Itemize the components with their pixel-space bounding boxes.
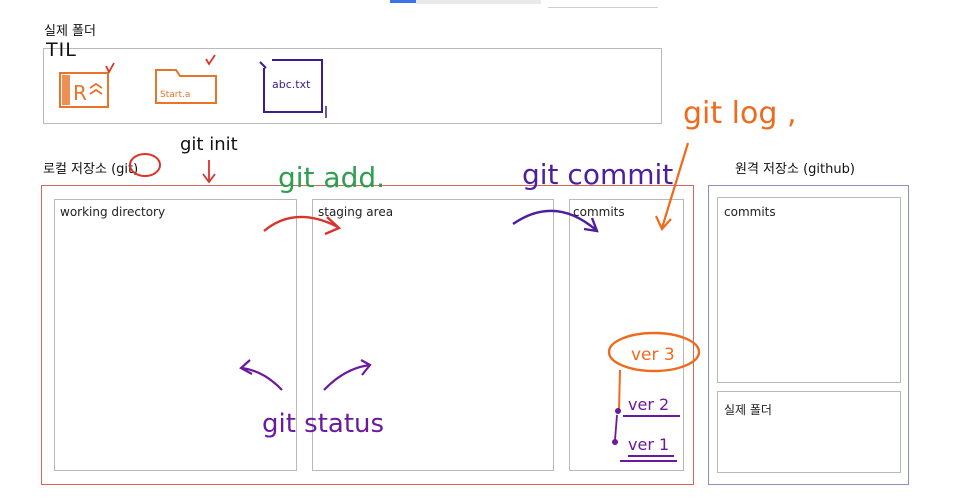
local-repo-title-suffix: ) (133, 162, 139, 177)
ver3-circle (607, 331, 701, 373)
git-init-arrow (202, 160, 216, 184)
top-tab-bar (416, 0, 541, 4)
remote-repo-box (708, 185, 909, 485)
real-folder-box (43, 48, 662, 124)
staging-area-label: staging area (318, 205, 394, 219)
staging-area-box: staging area (312, 199, 554, 471)
til-handwriting: TIL (45, 39, 77, 61)
git-commit-arrow (512, 209, 599, 233)
git-add-annotation: git add. (278, 161, 385, 194)
folder-icon: Start.a (155, 54, 217, 104)
git-add-arrow (263, 215, 342, 236)
top-tab-underline (548, 7, 658, 8)
remote-commits-box: commits (717, 197, 901, 383)
git-status-arrow-right (323, 359, 372, 391)
ver1-underline (620, 455, 677, 462)
local-repo-box (41, 185, 694, 485)
local-repo-title-prefix: 로컬 저장소 ( (43, 162, 117, 177)
local-commits-label: commits (573, 205, 625, 219)
git-status-annotation: git status (262, 409, 384, 439)
folder-icon-label: Start.a (160, 90, 190, 100)
git-status-arrow-left (239, 359, 283, 391)
remote-real-folder-box: 실제 폴더 (717, 391, 901, 473)
real-folder-title: 실제 폴더 (44, 24, 96, 39)
ver1-dot (612, 439, 618, 445)
ver3-connector (618, 369, 621, 411)
text-file-icon: abc.txt (259, 59, 327, 118)
ver2-label: ver 2 (628, 395, 669, 414)
ver1-label: ver 1 (628, 435, 669, 454)
remote-repo-title: 원격 저장소 (github) (735, 162, 855, 177)
ver2-dot (615, 408, 621, 414)
git-log-annotation: git log , (683, 96, 796, 131)
git-commit-annotation: git commit (522, 158, 673, 191)
ver2-connector (614, 414, 618, 441)
working-directory-label: working directory (60, 205, 166, 219)
r-file-icon: R (59, 62, 115, 108)
remote-real-folder-label: 실제 폴더 (724, 403, 772, 417)
ver3-label: ver 3 (631, 345, 675, 365)
top-tab-indicator (390, 0, 416, 3)
git-init-annotation: git init (180, 134, 238, 155)
git-circle-mark (129, 153, 161, 177)
local-repo-title: 로컬 저장소 (git) (43, 158, 138, 177)
r-file-icon-letter: R (73, 81, 87, 105)
working-directory-box: working directory (54, 199, 297, 471)
local-commits-box: commits (569, 199, 684, 471)
remote-commits-label: commits (724, 205, 776, 219)
local-repo-title-git: git (116, 162, 134, 177)
git-log-arrow (655, 142, 690, 231)
text-file-icon-label: abc.txt (272, 78, 311, 91)
